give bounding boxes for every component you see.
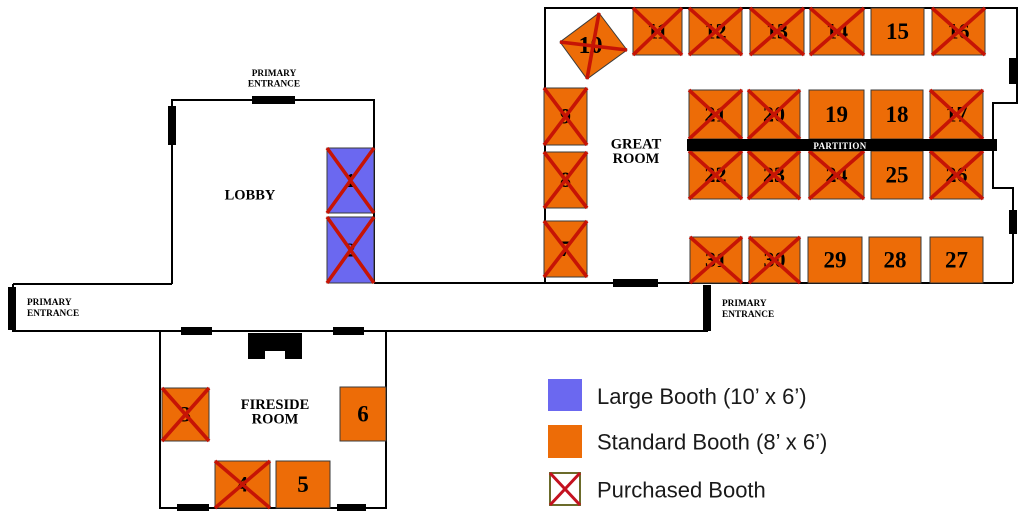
svg-text:25: 25 bbox=[886, 163, 909, 188]
svg-text:Purchased Booth: Purchased Booth bbox=[597, 478, 766, 503]
svg-text:15: 15 bbox=[886, 19, 909, 44]
svg-text:GREAT: GREAT bbox=[611, 137, 662, 153]
svg-text:ROOM: ROOM bbox=[613, 151, 660, 167]
svg-text:PARTITION: PARTITION bbox=[813, 141, 866, 151]
svg-text:27: 27 bbox=[945, 248, 968, 273]
svg-text:6: 6 bbox=[357, 402, 369, 427]
svg-text:LOBBY: LOBBY bbox=[225, 188, 276, 204]
svg-text:29: 29 bbox=[824, 248, 847, 273]
svg-text:ENTRANCE: ENTRANCE bbox=[27, 309, 79, 319]
svg-text:5: 5 bbox=[297, 472, 309, 497]
svg-text:PRIMARY: PRIMARY bbox=[722, 299, 767, 309]
svg-text:ENTRANCE: ENTRANCE bbox=[722, 310, 774, 320]
svg-text:FIRESIDE: FIRESIDE bbox=[241, 397, 310, 413]
svg-text:ROOM: ROOM bbox=[252, 412, 299, 428]
svg-text:18: 18 bbox=[886, 102, 909, 127]
svg-text:28: 28 bbox=[884, 248, 907, 273]
svg-text:PRIMARY: PRIMARY bbox=[27, 298, 72, 308]
svg-text:ENTRANCE: ENTRANCE bbox=[248, 80, 300, 90]
svg-text:Standard Booth (8’ x 6’): Standard Booth (8’ x 6’) bbox=[597, 430, 827, 455]
svg-text:PRIMARY: PRIMARY bbox=[252, 69, 297, 79]
svg-text:Large Booth (10’ x 6’): Large Booth (10’ x 6’) bbox=[597, 384, 807, 409]
svg-text:19: 19 bbox=[825, 102, 848, 127]
